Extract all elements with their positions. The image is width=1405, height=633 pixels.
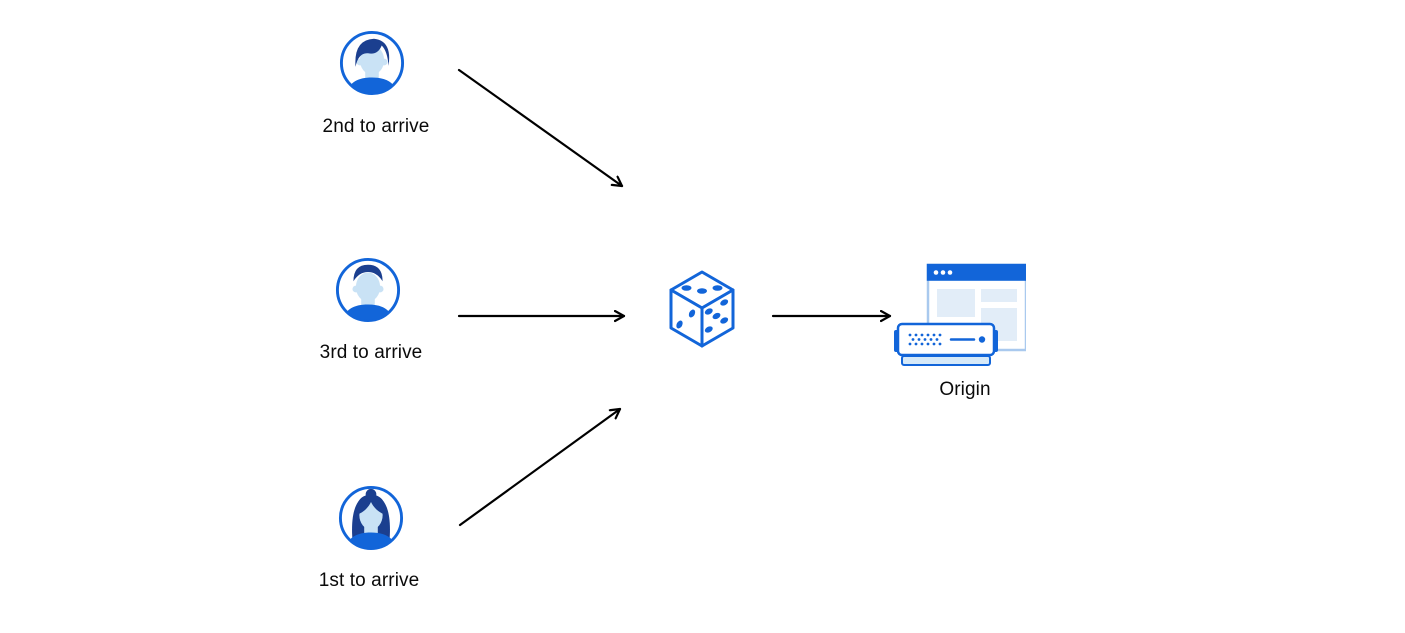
origin-browser-server-icon bbox=[894, 263, 1026, 366]
origin-node bbox=[894, 258, 1026, 368]
avatar-woman-bun-icon bbox=[338, 485, 404, 551]
server-vent-dots bbox=[908, 333, 942, 346]
dice-node bbox=[666, 267, 738, 351]
browser-window-icon bbox=[926, 263, 1026, 352]
user-node-2nd bbox=[339, 30, 405, 96]
dice-icon bbox=[669, 270, 735, 348]
origin-label: Origin bbox=[939, 379, 991, 400]
server-icon bbox=[894, 322, 998, 366]
user-label-1st: 1st to arrive bbox=[318, 570, 420, 591]
user-node-1st bbox=[338, 485, 404, 551]
avatar-man-short-hair-icon bbox=[335, 257, 401, 323]
user-node-3rd bbox=[335, 257, 401, 323]
user-label-3rd: 3rd to arrive bbox=[319, 342, 423, 363]
arrow-user1-to-dice bbox=[458, 407, 622, 527]
avatar-man-swept-hair-icon bbox=[339, 30, 405, 96]
arrow-user2-to-dice bbox=[457, 68, 624, 188]
user-label-2nd: 2nd to arrive bbox=[322, 116, 430, 137]
